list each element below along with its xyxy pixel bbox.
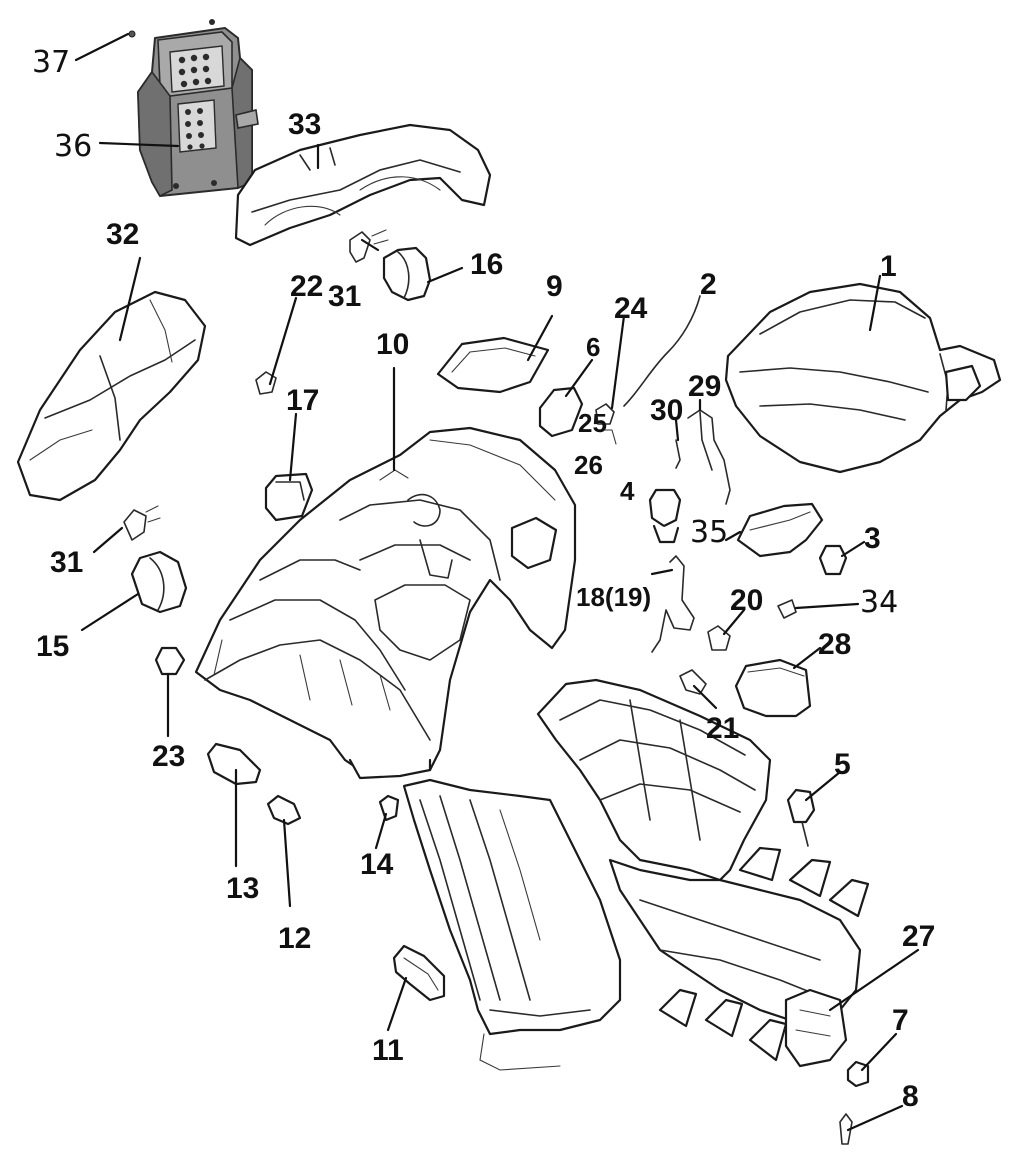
- upper-vent-holes: [178, 53, 212, 88]
- callout-2: 2: [700, 268, 717, 301]
- part-28-box: [734, 658, 812, 718]
- callout-labels: 37 36 33 32 16 31 22 9 24 2 1 10 6 29 17…: [32, 45, 935, 1113]
- callout-23: 23: [152, 740, 185, 773]
- part-21-screw: [679, 669, 707, 695]
- callout-28: 28: [818, 628, 851, 661]
- callout-29: 29: [688, 370, 721, 403]
- part-18-19-lever: [651, 555, 695, 653]
- callout-14: 14: [360, 848, 394, 881]
- callout-30: 30: [650, 394, 683, 427]
- part-12-clip: [266, 794, 302, 826]
- leader-lines: [74, 32, 920, 1132]
- part-31-upper-bulb-socket: [349, 229, 389, 263]
- part-32-left-cowl: [16, 290, 207, 502]
- callout-37: 37: [32, 45, 70, 80]
- part-1-seat: [724, 282, 1002, 474]
- callout-17: 17: [286, 384, 319, 417]
- callout-1: 1: [880, 250, 897, 283]
- part-36-front-cover: [137, 19, 259, 198]
- callout-4: 4: [620, 476, 635, 506]
- callout-26: 26: [574, 450, 603, 480]
- part-14-clip: [378, 794, 400, 822]
- part-11-reflector: [392, 944, 446, 1002]
- callout-33: 33: [288, 108, 321, 141]
- callout-12: 12: [278, 922, 311, 955]
- part-16-headlight-unit: [382, 246, 432, 302]
- callout-27: 27: [902, 920, 935, 953]
- part-5-damper: [786, 788, 816, 847]
- callout-7: 7: [892, 1004, 909, 1037]
- part-15-side-lamp: [130, 550, 188, 614]
- part-31-lower-bulb-socket: [123, 505, 161, 541]
- part-10-front-body: [194, 426, 577, 780]
- callout-6: 6: [586, 332, 600, 362]
- callout-11: 11: [372, 1034, 404, 1067]
- callout-10: 10: [376, 328, 409, 361]
- callout-34: 34: [860, 585, 898, 620]
- part-8-bolt: [839, 1113, 853, 1145]
- callout-21: 21: [706, 712, 739, 745]
- callout-16: 16: [470, 248, 503, 281]
- callout-13: 13: [226, 872, 259, 905]
- callout-31-upper: 31: [328, 280, 361, 313]
- lower-floor-panel: [402, 778, 622, 1071]
- part-13-bracket: [206, 742, 262, 786]
- part-29-cable-holder: [687, 409, 731, 505]
- part-35-mount: [736, 502, 824, 558]
- part-20-bolt: [707, 625, 731, 651]
- part-30-bolt: [675, 439, 681, 469]
- callout-25: 25: [578, 408, 607, 438]
- part-34-pin: [777, 599, 797, 619]
- part-33-headlight-cover: [234, 123, 492, 247]
- lower-vent-holes: [185, 108, 205, 150]
- callout-31-lower: 31: [50, 546, 83, 579]
- callout-35: 35: [690, 515, 728, 550]
- part-6-switch-cover: [538, 386, 584, 438]
- callout-5: 5: [834, 748, 851, 781]
- part-9-cover-plate: [436, 336, 550, 394]
- callout-9: 9: [546, 270, 563, 303]
- part-23-grommet: [154, 646, 186, 676]
- callout-36: 36: [54, 129, 92, 164]
- part-37-clip: [128, 30, 136, 38]
- part-4-fuel-cap: [648, 488, 682, 544]
- part-3-cap: [818, 544, 848, 576]
- callout-20: 20: [730, 584, 763, 617]
- part-2-cable: [623, 295, 701, 407]
- part-22-screw: [255, 371, 277, 395]
- frame-assembly: [536, 678, 870, 1068]
- callout-32: 32: [106, 218, 139, 251]
- callout-18-19: 18(19): [576, 582, 651, 612]
- part-25-26-switches: [595, 403, 617, 445]
- callout-15: 15: [36, 630, 69, 663]
- callout-24: 24: [614, 292, 648, 325]
- callout-22: 22: [290, 270, 323, 303]
- callout-8: 8: [902, 1080, 919, 1113]
- part-17-bracket: [264, 472, 314, 522]
- callout-3: 3: [864, 522, 881, 555]
